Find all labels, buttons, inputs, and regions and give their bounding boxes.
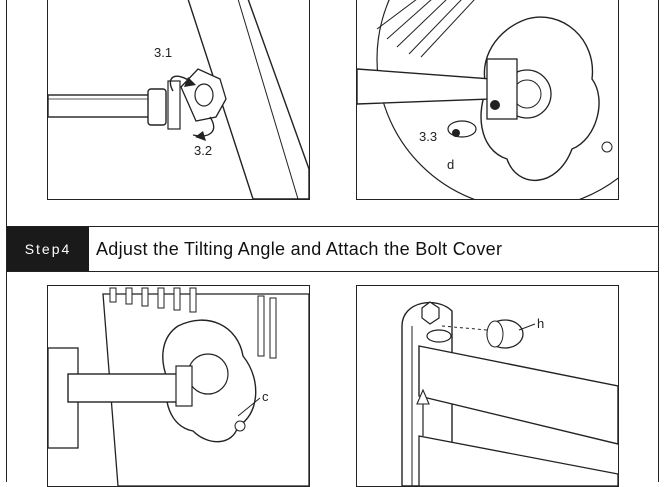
step-badge: Step4 bbox=[7, 227, 89, 271]
step-bar-bottom-line bbox=[6, 271, 659, 272]
figure-bolt-closeup-drawing: 3.3 d bbox=[357, 0, 618, 199]
label-3-1: 3.1 bbox=[154, 45, 172, 60]
figure-bolt-closeup: 3.3 d bbox=[356, 0, 619, 200]
step-bar-top-line bbox=[6, 226, 659, 227]
label-c: c bbox=[262, 389, 269, 404]
figure-bolt-cover-drawing: h bbox=[401, 301, 618, 486]
figure-bracket-plate-drawing: c bbox=[48, 287, 309, 486]
label-3-2: 3.2 bbox=[194, 143, 212, 158]
page-border-right bbox=[658, 0, 659, 482]
figure-tilt-arrows-drawing: 3.1 3.2 bbox=[48, 0, 309, 199]
label-d: d bbox=[447, 157, 454, 172]
page-border-left bbox=[6, 0, 7, 482]
label-3-3: 3.3 bbox=[419, 129, 437, 144]
figure-bolt-cover: h bbox=[356, 285, 619, 487]
label-h: h bbox=[537, 316, 544, 331]
step-title: Adjust the Tilting Angle and Attach the … bbox=[96, 238, 503, 259]
figure-tilt-arrows: 3.1 3.2 bbox=[47, 0, 310, 200]
figure-bracket-plate: c bbox=[47, 285, 310, 487]
